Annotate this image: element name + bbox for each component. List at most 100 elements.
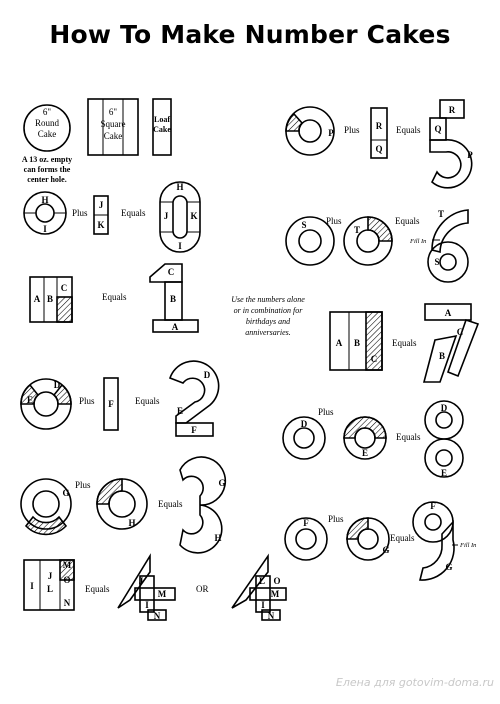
piece-label: S bbox=[434, 257, 439, 267]
one-result bbox=[149, 263, 199, 333]
six-ring-b bbox=[343, 216, 393, 266]
five-ring bbox=[285, 106, 335, 156]
piece-label: J bbox=[99, 200, 104, 210]
center-note: Use the numbers alone bbox=[231, 295, 305, 304]
eight-ring-b bbox=[343, 416, 387, 460]
piece-label: O bbox=[63, 575, 70, 585]
piece-label: F bbox=[108, 399, 114, 409]
two-result bbox=[168, 360, 220, 437]
loaf-pan-label: Cake bbox=[153, 125, 171, 134]
piece-label: N bbox=[64, 598, 71, 608]
fill-in-label: Fill In bbox=[409, 238, 426, 245]
piece-label: H bbox=[214, 533, 221, 543]
piece-label: B bbox=[170, 294, 176, 304]
piece-label: G bbox=[382, 545, 389, 555]
piece-label: M bbox=[271, 589, 280, 599]
round-pan-label: Cake bbox=[38, 129, 57, 139]
equals-label: Equals bbox=[158, 499, 183, 509]
piece-label: H bbox=[41, 195, 48, 205]
can-note: can forms the bbox=[24, 165, 71, 174]
piece-label: L bbox=[259, 576, 265, 586]
equals-label: Equals bbox=[396, 125, 421, 135]
piece-label: A bbox=[34, 294, 41, 304]
five-rq-pieces bbox=[370, 107, 388, 159]
center-note: birthdays and bbox=[246, 317, 291, 326]
piece-label: J bbox=[164, 211, 169, 221]
fill-in-label: Fill In bbox=[459, 542, 476, 549]
piece-label: C bbox=[371, 354, 378, 364]
nine-result bbox=[412, 501, 455, 581]
piece-label: M bbox=[63, 560, 72, 570]
piece-label: R bbox=[376, 121, 383, 131]
round-cake-pan bbox=[23, 104, 71, 152]
piece-label: C bbox=[168, 267, 175, 277]
equals-label: Equals bbox=[102, 292, 127, 302]
plus-label: Plus bbox=[75, 480, 91, 490]
equals-label: Equals bbox=[396, 432, 421, 442]
loaf-cake-pan bbox=[152, 98, 172, 156]
piece-label: D bbox=[54, 380, 61, 390]
equals-label: Equals bbox=[395, 216, 420, 226]
piece-label: J bbox=[139, 576, 144, 586]
piece-label: F bbox=[191, 425, 197, 435]
plus-label: Plus bbox=[79, 396, 95, 406]
piece-label: C bbox=[61, 283, 68, 293]
center-note: or in combination for bbox=[234, 306, 304, 315]
two-f-piece bbox=[103, 377, 119, 431]
watermark: Елена для gotovim-doma.ru bbox=[335, 676, 494, 689]
plus-label: Plus bbox=[326, 216, 342, 226]
equals-label: Equals bbox=[121, 208, 146, 218]
piece-label: B bbox=[439, 351, 445, 361]
loaf-pan-label: Loaf bbox=[154, 115, 170, 124]
piece-label: K bbox=[190, 211, 197, 221]
piece-label: Q bbox=[375, 144, 382, 154]
one-pieces bbox=[29, 276, 73, 323]
piece-label: G bbox=[62, 488, 69, 498]
piece-label: D bbox=[204, 370, 211, 380]
piece-label: R bbox=[449, 105, 456, 115]
piece-label: P bbox=[467, 150, 473, 160]
piece-label: N bbox=[268, 611, 275, 621]
eight-result bbox=[424, 400, 464, 478]
piece-label: I bbox=[261, 600, 265, 610]
equals-label: Equals bbox=[85, 584, 110, 594]
seven-result bbox=[422, 303, 480, 383]
equals-label: Equals bbox=[135, 396, 160, 406]
piece-label: S bbox=[301, 220, 306, 230]
six-ring-a bbox=[285, 216, 335, 266]
three-ring-b bbox=[96, 478, 148, 530]
piece-label: E bbox=[177, 406, 183, 416]
plus-label: Plus bbox=[344, 125, 360, 135]
piece-label: B bbox=[354, 338, 360, 348]
zero-ring bbox=[23, 191, 67, 235]
square-pan-label: Cake bbox=[104, 131, 123, 141]
three-result bbox=[179, 456, 227, 554]
page-title: How To Make Number Cakes bbox=[49, 20, 451, 49]
zero-result bbox=[159, 181, 201, 253]
piece-label: I bbox=[43, 224, 47, 234]
piece-label: A bbox=[336, 338, 343, 348]
zero-jk-pieces bbox=[93, 195, 109, 235]
piece-label: G bbox=[218, 478, 225, 488]
three-ring-a bbox=[20, 478, 72, 536]
piece-label: E bbox=[27, 395, 33, 405]
plus-label: Plus bbox=[72, 208, 88, 218]
two-ring bbox=[20, 378, 72, 430]
piece-label: P bbox=[328, 128, 334, 138]
piece-label: O bbox=[273, 576, 280, 586]
piece-label: M bbox=[158, 589, 167, 599]
six-result bbox=[427, 209, 469, 283]
four-pieces bbox=[23, 559, 75, 611]
equals-label: Equals bbox=[392, 338, 417, 348]
piece-label: I bbox=[178, 241, 182, 251]
piece-label: H bbox=[176, 182, 183, 192]
square-pan-label: Square bbox=[101, 119, 126, 129]
piece-label: B bbox=[47, 294, 53, 304]
piece-label: C bbox=[457, 327, 464, 337]
piece-label: A bbox=[172, 322, 179, 332]
piece-label: L bbox=[47, 584, 53, 594]
piece-label: H bbox=[128, 518, 135, 528]
square-pan-label: 6" bbox=[109, 107, 118, 117]
or-label: OR bbox=[196, 584, 209, 594]
